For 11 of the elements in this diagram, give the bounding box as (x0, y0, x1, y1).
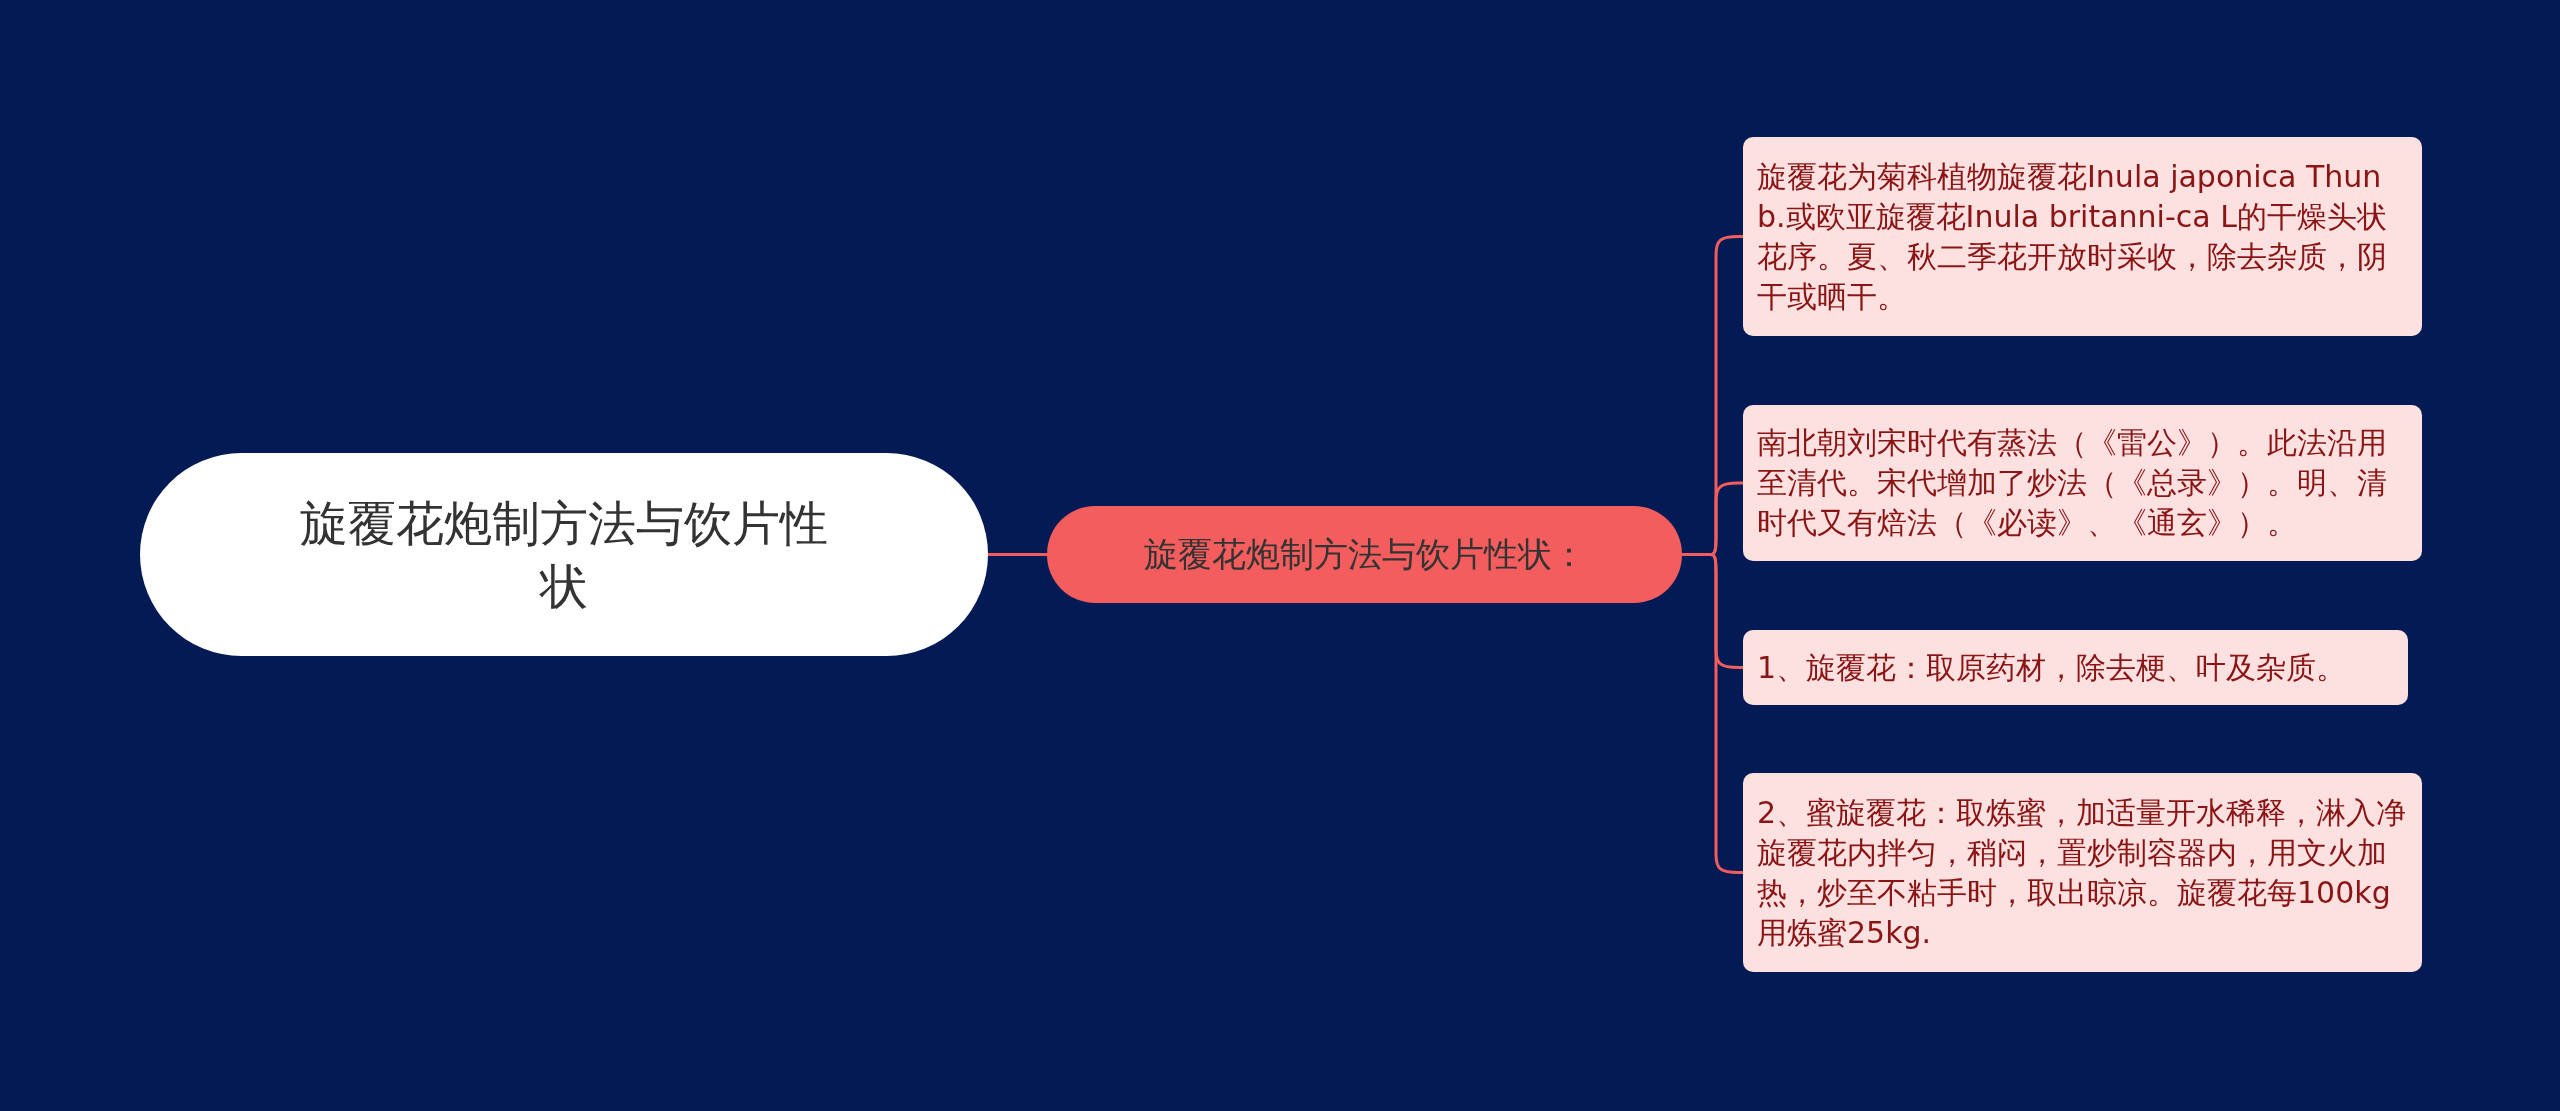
connector-line (988, 553, 1047, 556)
note-card (1743, 773, 2422, 972)
note-text: 1、旋覆花：取原药材，除去梗、叶及杂质。 (1757, 648, 2347, 687)
note-card (1743, 630, 2408, 705)
note-text: 2、蜜旋覆花：取炼蜜，加适量开水稀释，淋入净旋覆花内拌匀，稍闷，置炒制容器内，用文火加热，炒至不粘手时，取出晾凉。旋覆花每100kg用炼蜜25kg. (1757, 793, 2408, 952)
note-text: 南北朝刘宋时代有蒸法（《雷公》）。此法沿用至清代。宋代增加了炒法（《总录》）。明、清时代又有焙法（《必读》、《通玄》）。 (1757, 424, 2388, 542)
note-card (1743, 137, 2422, 336)
note-card (1743, 405, 2422, 561)
topic-text: 旋覆花炮制方法与饮片性状 (299, 494, 829, 616)
note-text: 旋覆花为菊科植物旋覆花Inula japonica Thunb.或欧亚旋覆花Inula britanni-ca L的干燥头状花序。夏、秋二季花开放时采收，除去杂质，阴干或晒干。 (1757, 157, 2388, 316)
branch-text: 旋覆花炮制方法与饮片性状： (1143, 532, 1586, 576)
